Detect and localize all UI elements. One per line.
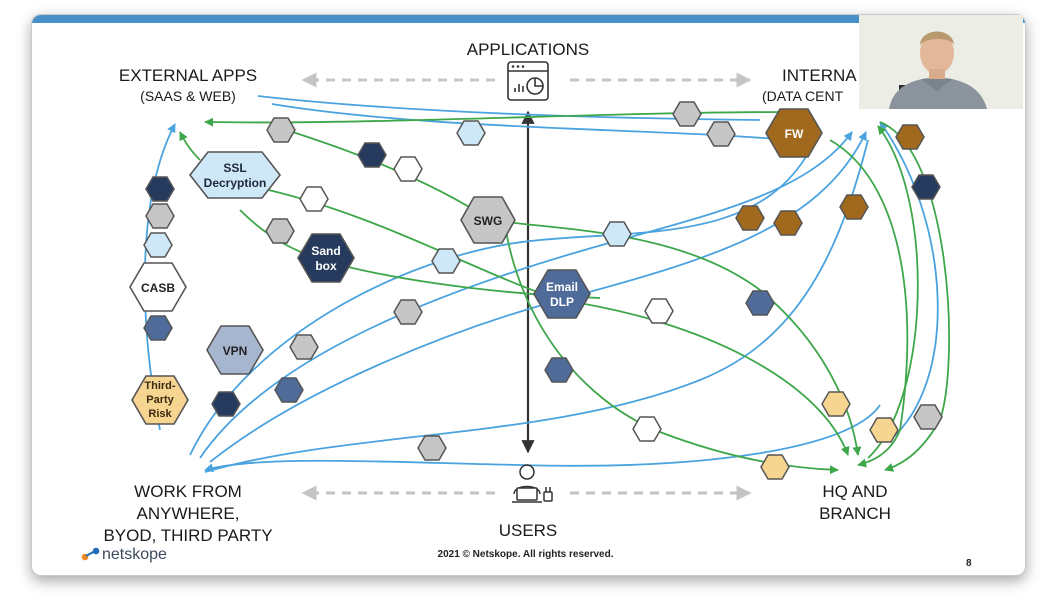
hex-node — [745, 290, 775, 316]
sandbox-label-line1: Sand — [311, 244, 340, 258]
swg-label: SWG — [474, 214, 503, 228]
hex-node — [145, 203, 175, 229]
small-hexagons — [143, 101, 943, 480]
labeled-hexagons — [129, 108, 823, 425]
hex-node — [299, 186, 329, 212]
hex-node — [266, 117, 296, 143]
hex-node — [393, 299, 423, 325]
external-apps-sublabel: (SAAS & WEB) — [140, 88, 236, 104]
slide-top-bar — [32, 15, 1025, 23]
external-apps-label: EXTERNAL APPS — [118, 66, 258, 85]
hex-node — [839, 194, 869, 220]
work-from-anywhere-label-line1: WORK FROM — [134, 482, 242, 501]
hex-node — [602, 221, 632, 247]
email-dlp-node — [533, 269, 591, 319]
internal-apps-label: INTERNA — [782, 66, 857, 85]
work-from-anywhere-label-line2: ANYWHERE, — [136, 504, 240, 523]
vpn-node — [206, 325, 264, 375]
hex-node — [393, 156, 423, 182]
hex-node — [544, 357, 574, 383]
hex-node — [289, 334, 319, 360]
ssl-decryption-node — [188, 151, 282, 199]
vpn-label: VPN — [223, 344, 248, 358]
green-flow-right-outer — [879, 121, 950, 472]
fw-node — [765, 108, 823, 158]
hex-node — [735, 205, 765, 231]
internal-apps-sublabel: (DATA CENT — [762, 88, 844, 104]
hex-node — [821, 391, 851, 417]
webcam-video-overlay[interactable] — [859, 15, 1023, 109]
hex-node — [417, 435, 447, 461]
third-party-label-line2: Party — [146, 394, 174, 406]
blue-flow-hq-to-wfa — [204, 404, 881, 473]
hex-node — [895, 124, 925, 150]
blue-flow-wfa-to-internal-4 — [204, 139, 869, 473]
netskope-logo-text: netskope — [102, 546, 167, 563]
applications-label: APPLICATIONS — [466, 40, 590, 59]
hq-branch-label-line2: BRANCH — [819, 504, 891, 523]
hex-node — [760, 454, 790, 480]
third-party-label-line1: Third- — [144, 380, 175, 392]
hex-node — [456, 120, 486, 146]
hex-node — [431, 248, 461, 274]
hex-node — [274, 377, 304, 403]
copyright-footer: 2021 © Netskope. All rights reserved. — [437, 549, 614, 560]
presenter-video — [859, 15, 1023, 109]
hex-node — [869, 417, 899, 443]
hex-node — [357, 142, 387, 168]
green-flow-ssl-to-hq — [259, 187, 850, 456]
green-flow-fw-to-hq — [829, 139, 909, 468]
ssl-label-line2: Decryption — [204, 176, 267, 190]
hex-node — [211, 391, 241, 417]
blue-flow-wfa-to-internal-2 — [199, 131, 853, 459]
blue-flow-wfa-to-internal-1 — [189, 149, 811, 456]
hex-node — [632, 416, 662, 442]
hq-branch-label-line1: HQ AND — [822, 482, 888, 501]
green-flow-ssl-to-ext — [179, 131, 201, 161]
netskope-logo: netskope — [80, 545, 200, 567]
email-label-line1: Email — [546, 280, 578, 294]
netskope-logo-icon — [81, 547, 100, 561]
hex-node — [143, 315, 173, 341]
third-party-label-line3: Risk — [148, 408, 172, 420]
sandbox-node — [297, 233, 355, 283]
sandbox-label-line2: box — [315, 259, 337, 273]
email-label-line2: DLP — [550, 295, 574, 309]
ssl-label-line1: SSL — [223, 161, 246, 175]
dashed-arrows — [301, 72, 752, 501]
green-flow-swg-down — [504, 224, 839, 475]
page-number: 8 — [966, 558, 972, 569]
hex-labels: SSL Decryption SWG Sand box Email DLP FW… — [141, 127, 804, 420]
hex-node — [911, 174, 941, 200]
hex-node — [913, 404, 943, 430]
third-party-risk-node — [131, 375, 189, 425]
casb-label: CASB — [141, 281, 175, 295]
users-label: USERS — [498, 521, 558, 540]
application-window-icon — [507, 61, 549, 101]
hex-node — [143, 232, 173, 258]
hex-node — [145, 176, 175, 202]
blue-flow-hq-up — [879, 121, 939, 441]
fw-label: FW — [785, 127, 804, 141]
hex-node — [644, 298, 674, 324]
hex-node — [773, 210, 803, 236]
hex-node — [706, 121, 736, 147]
user-at-laptop-icon — [512, 464, 553, 503]
swg-node — [460, 196, 516, 244]
casb-node — [129, 262, 187, 312]
hex-node — [672, 101, 702, 127]
hex-node — [265, 218, 295, 244]
work-from-anywhere-label-line3: BYOD, THIRD PARTY — [103, 526, 273, 545]
